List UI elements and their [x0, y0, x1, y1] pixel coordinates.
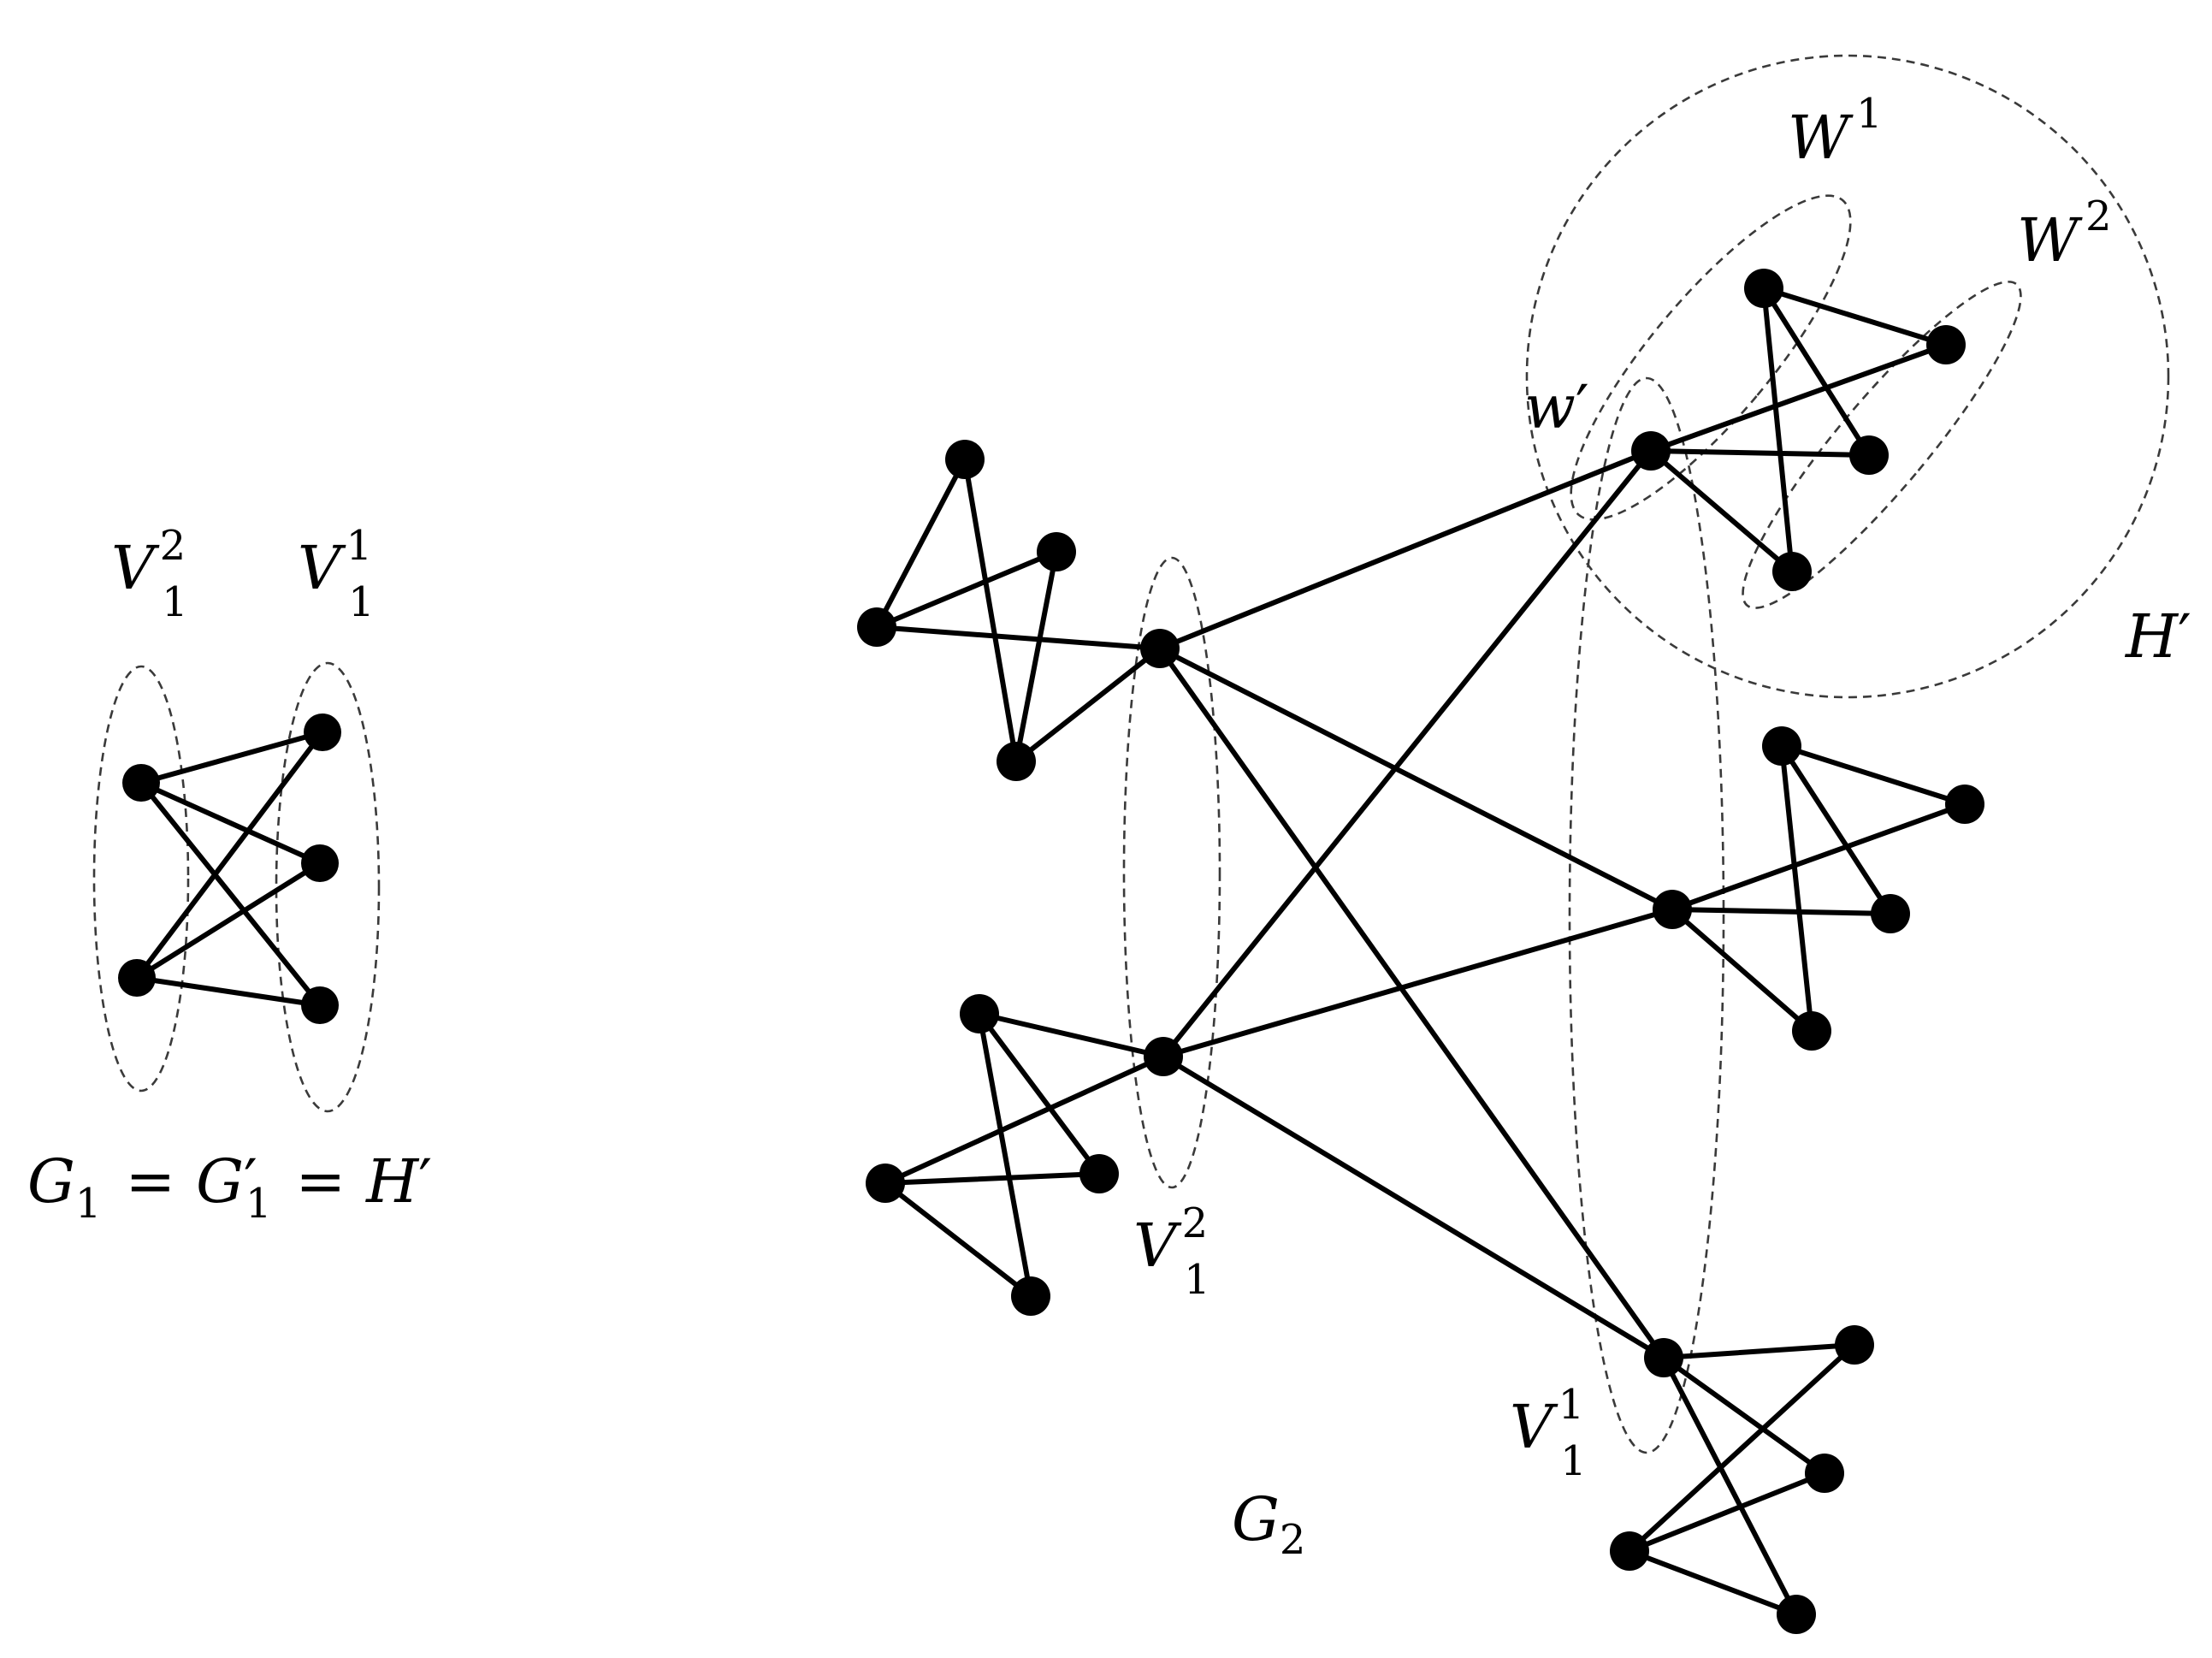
- g2-edge: [883, 1054, 1166, 1186]
- g1-v2-group-outline: [92, 665, 190, 1093]
- g2-edge: [1014, 646, 1162, 764]
- g2-edge: [1779, 743, 1967, 807]
- g2-vertex: [1037, 532, 1076, 571]
- g2-v2-group-outline: [1122, 556, 1221, 1189]
- g1-vertex: [122, 764, 160, 802]
- g2-edge: [874, 625, 1162, 651]
- g2-edge: [1779, 743, 1893, 916]
- g2-vertex: [960, 994, 999, 1033]
- h-prime-region-outline: [1525, 54, 2170, 699]
- g1-edge: [139, 780, 322, 866]
- g2-label: G2: [1232, 1484, 1305, 1564]
- g2-edge: [977, 1011, 1166, 1059]
- g2-vertex: [866, 1164, 905, 1203]
- g2-edge: [874, 457, 967, 630]
- w1-group-outline: [1570, 194, 1852, 521]
- g1-edge: [134, 975, 322, 1008]
- g1-vertex: [118, 959, 156, 997]
- g2-vertex: [1871, 894, 1910, 933]
- graph-g2: [857, 54, 2170, 1634]
- g2-edge: [1761, 286, 1872, 458]
- g2-edge: [874, 549, 1059, 630]
- g2-edge: [1779, 743, 1814, 1033]
- g2-vertex: [1926, 325, 1966, 364]
- g2-edge: [1661, 1355, 1799, 1617]
- h-prime-label: H′: [2124, 601, 2191, 672]
- g1-edge: [134, 861, 322, 980]
- g2-vertex: [1744, 269, 1783, 308]
- g2-vertex: [1762, 726, 1801, 766]
- g2-v1-group-outline: [1568, 376, 1725, 1454]
- g2-vertex: [1079, 1154, 1119, 1193]
- g2-vertex: [1805, 1454, 1844, 1493]
- g2-vertex: [1144, 1037, 1183, 1076]
- g2-vertex: [1792, 1011, 1831, 1051]
- g2-edge: [1648, 448, 1872, 458]
- g2-edge: [1661, 1342, 1857, 1360]
- g2-edge: [1761, 286, 1949, 347]
- g2-vertex: [1011, 1276, 1050, 1316]
- g2-edge: [1661, 1355, 1827, 1476]
- g2-vertex: [997, 742, 1036, 781]
- g2-edge: [1157, 646, 1666, 1360]
- w-prime-label: w′: [1524, 372, 1589, 442]
- g1-vertex: [304, 714, 341, 751]
- g2-edge: [1161, 1054, 1666, 1360]
- g2-edge: [1157, 646, 1675, 912]
- g2-edge: [1648, 448, 1795, 574]
- g2-edge: [1161, 907, 1675, 1059]
- g1-edge: [134, 730, 325, 980]
- g2-edge: [1157, 448, 1653, 651]
- g2-edge: [1670, 907, 1893, 916]
- g2-edge: [1627, 1471, 1827, 1554]
- g2-vertex: [1644, 1338, 1683, 1377]
- g2-vertex: [1945, 785, 1984, 824]
- g2-edge: [1761, 286, 1795, 574]
- g2-edge: [1648, 342, 1949, 453]
- g2-vertex: [1653, 890, 1692, 929]
- g2-edge: [962, 457, 1019, 764]
- g2-edge: [1627, 1342, 1857, 1554]
- g2-vertex: [1835, 1325, 1874, 1365]
- g1-v1-group-outline: [275, 661, 381, 1113]
- g2-edge: [883, 1181, 1033, 1299]
- g2-vertex: [1777, 1595, 1816, 1634]
- g2-vertex: [945, 440, 985, 479]
- g1-vertex: [301, 844, 339, 882]
- g1-edge: [139, 730, 325, 785]
- g2-vertex: [857, 607, 896, 647]
- g1-vertex: [301, 986, 339, 1024]
- g2-vertex: [1610, 1531, 1649, 1571]
- g2-edge: [1627, 1548, 1799, 1617]
- g2-vertex: [1849, 435, 1889, 475]
- g2-edge: [977, 1011, 1102, 1176]
- g1-edge: [139, 780, 322, 1008]
- g2-vertex: [1140, 629, 1180, 668]
- g2-vertex-w-prime: [1631, 431, 1671, 471]
- w2-group-outline: [1742, 281, 2022, 609]
- g2-edge: [1014, 549, 1059, 764]
- g2-edge: [883, 1171, 1102, 1186]
- g1-caption: G1=G′1=H′: [27, 1146, 432, 1228]
- graph-g1: [92, 661, 381, 1113]
- g2-vertex: [1772, 552, 1812, 591]
- g2-edge: [1670, 907, 1814, 1033]
- g2-edge: [1670, 802, 1967, 912]
- g2-edge: [1161, 448, 1653, 1059]
- g2-edge: [977, 1011, 1033, 1299]
